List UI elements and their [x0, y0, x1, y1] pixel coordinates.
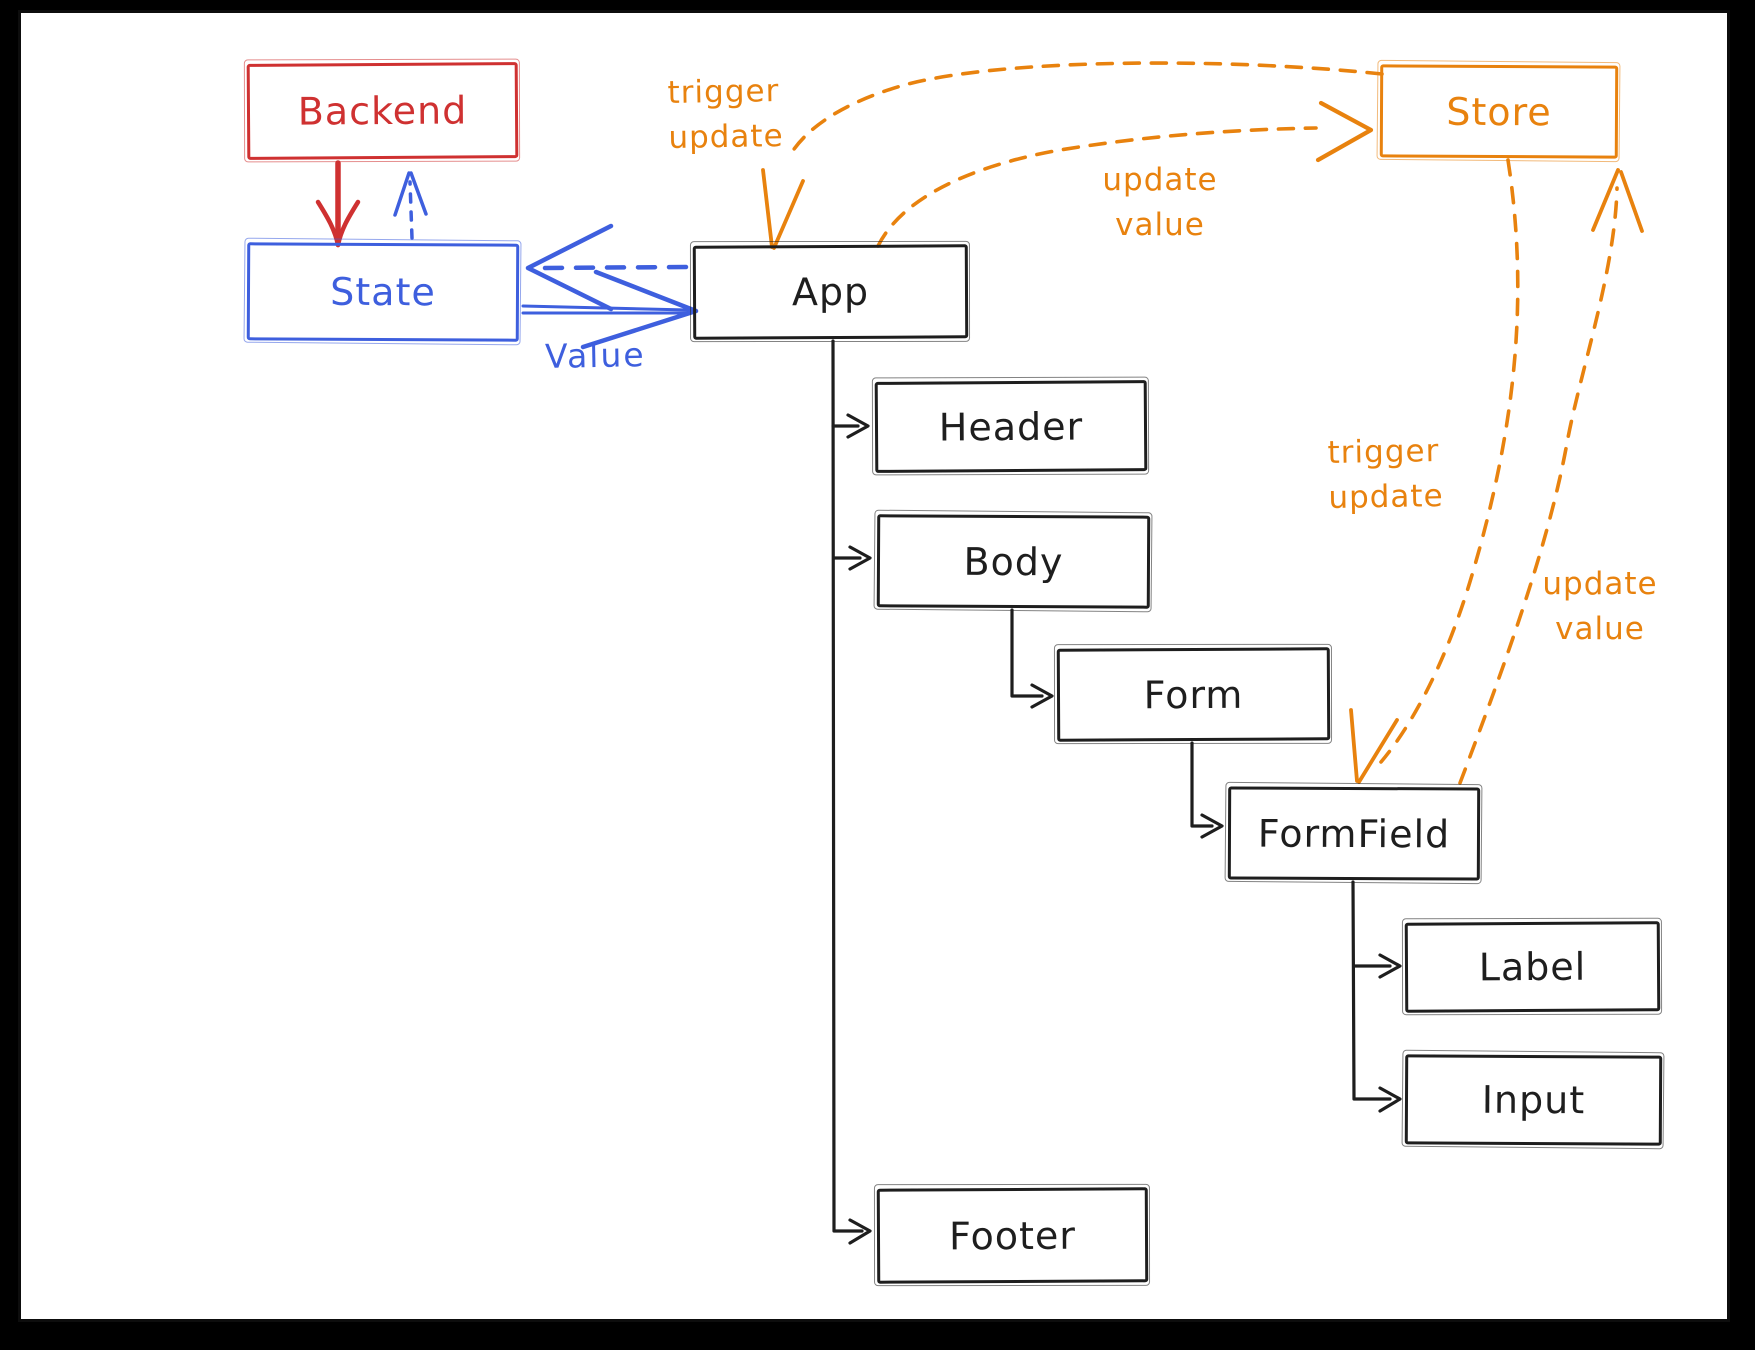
- node-state-label: State: [330, 269, 436, 315]
- node-store-label: Store: [1446, 89, 1552, 134]
- edge-label-update-value-right: update value: [1542, 566, 1658, 647]
- node-header-label: Header: [938, 403, 1084, 450]
- node-footer-label: Footer: [948, 1213, 1077, 1258]
- node-body-label: Body: [963, 539, 1064, 584]
- node-input-label: Input: [1481, 1077, 1586, 1123]
- node-form-label: Form: [1143, 672, 1244, 717]
- node-app: App: [692, 244, 969, 340]
- edge-label-trigger-update-right: trigger update: [1327, 433, 1444, 516]
- edge-label-trigger-update-top: trigger update: [667, 73, 784, 156]
- node-app-label: App: [791, 269, 870, 315]
- node-formfield: FormField: [1227, 786, 1481, 881]
- node-formfield-label: FormField: [1257, 811, 1451, 856]
- node-label-label: Label: [1478, 944, 1587, 990]
- edge-label-value: Value: [544, 335, 646, 376]
- node-backend: Backend: [246, 62, 519, 160]
- node-form: Form: [1056, 647, 1331, 742]
- edge-label-update-value-top: update value: [1102, 162, 1218, 243]
- node-label: Label: [1404, 921, 1661, 1013]
- node-state: State: [246, 242, 520, 342]
- node-store: Store: [1379, 64, 1619, 159]
- node-backend-label: Backend: [297, 88, 468, 134]
- node-footer: Footer: [876, 1187, 1149, 1284]
- node-input: Input: [1404, 1054, 1663, 1146]
- node-header: Header: [874, 380, 1148, 473]
- node-body: Body: [876, 514, 1151, 609]
